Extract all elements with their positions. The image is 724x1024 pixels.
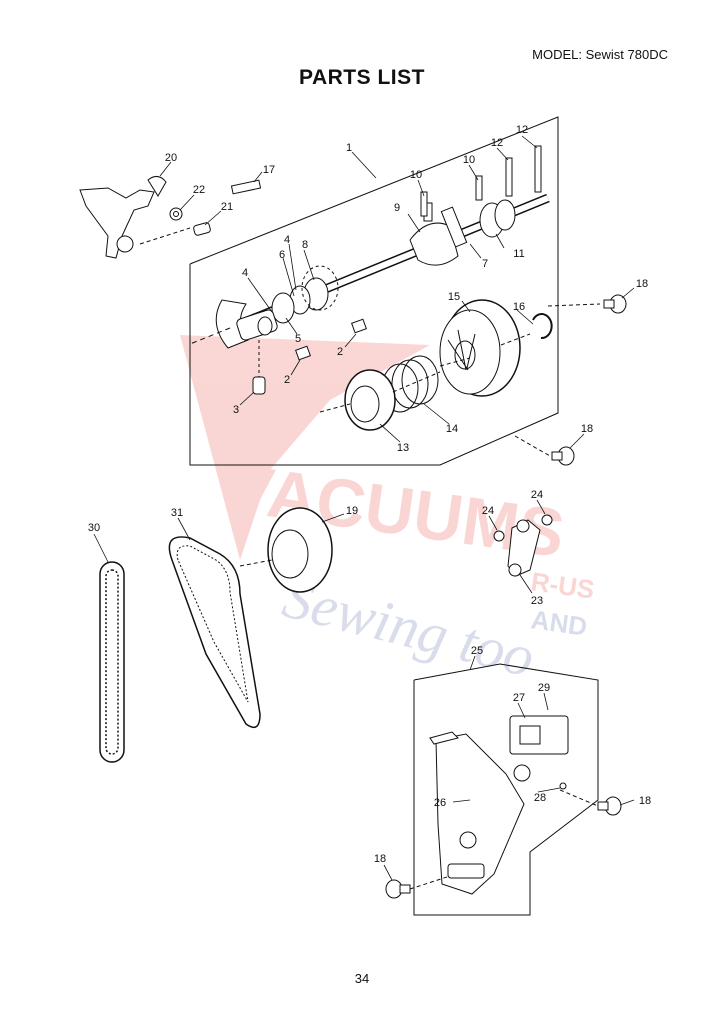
callout-25: 25 (471, 645, 483, 657)
page-title: PARTS LIST (299, 66, 425, 89)
callout-28: 28 (534, 792, 546, 804)
page-number: 34 (354, 971, 370, 986)
assembly-25-frame (413, 663, 599, 916)
callout-numbers: 1 2 2 3 4 4 5 6 7 8 9 10 10 11 12 12 13 … (88, 124, 651, 865)
leader-lines (93, 135, 635, 881)
callout-27: 27 (513, 692, 525, 704)
callout-6: 6 (279, 249, 285, 261)
watermark-swoosh (180, 335, 430, 560)
callout-9: 9 (394, 202, 400, 214)
callout-18d: 18 (374, 853, 386, 865)
belts-group (99, 507, 333, 763)
callout-24b: 24 (531, 489, 543, 501)
callout-15: 15 (448, 291, 460, 303)
callout-22: 22 (193, 184, 205, 196)
callout-5: 5 (295, 333, 301, 345)
callout-31: 31 (171, 507, 183, 519)
callout-11: 11 (513, 248, 524, 260)
callout-17: 17 (263, 164, 275, 176)
callout-29: 29 (538, 682, 550, 694)
main-shaft-assembly (189, 145, 550, 395)
callout-2a: 2 (337, 346, 343, 358)
presser-lever-group (79, 176, 262, 259)
pulley-group (319, 299, 553, 431)
callout-8: 8 (302, 239, 308, 251)
screws-18 (514, 294, 627, 466)
callout-7: 7 (482, 258, 488, 270)
link-23-group (493, 514, 553, 577)
assembly-1-frame (189, 116, 559, 466)
callout-2b: 2 (284, 374, 290, 386)
switch-assembly (385, 715, 622, 899)
callout-4a: 4 (242, 267, 248, 279)
model-label: MODEL: Sewist 780DC (532, 47, 668, 62)
callout-26: 26 (434, 797, 446, 809)
callout-24a: 24 (482, 505, 494, 517)
callout-4b: 4 (284, 234, 290, 246)
callout-13: 13 (397, 442, 409, 454)
callout-1: 1 (346, 142, 352, 154)
callout-30: 30 (88, 522, 100, 534)
callout-14: 14 (446, 423, 458, 435)
callout-3: 3 (233, 404, 239, 416)
callout-23: 23 (531, 595, 543, 607)
callout-16: 16 (513, 301, 525, 313)
callout-18a: 18 (636, 278, 648, 290)
callout-10a: 10 (410, 169, 422, 181)
callout-21: 21 (221, 201, 233, 213)
callout-20: 20 (165, 152, 177, 164)
callout-12b: 12 (516, 124, 528, 136)
callout-18c: 18 (639, 795, 651, 807)
callout-10b: 10 (463, 154, 475, 166)
callout-18b: 18 (581, 423, 593, 435)
callout-12a: 12 (491, 137, 503, 149)
callout-19: 19 (346, 505, 358, 517)
